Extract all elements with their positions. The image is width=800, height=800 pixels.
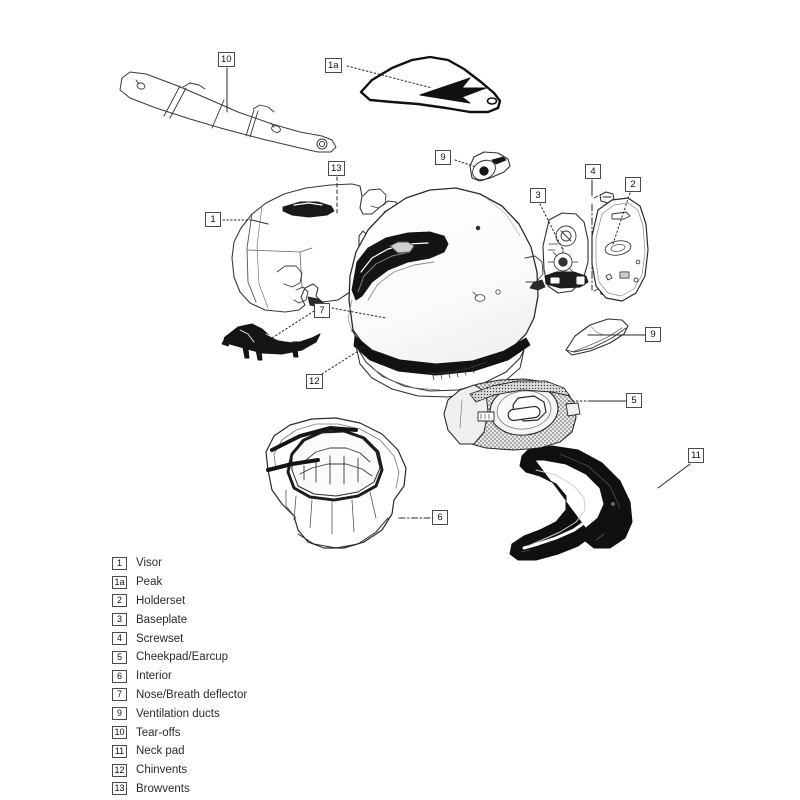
callout-2[interactable]: 2	[625, 177, 641, 192]
legend-number: 6	[112, 669, 127, 683]
callout-4[interactable]: 4	[585, 164, 601, 179]
part-tear-offs	[119, 71, 337, 153]
legend-item-10[interactable]: 10 Tear-offs	[112, 723, 247, 742]
legend-label: Neck pad	[136, 745, 185, 758]
legend-item-5[interactable]: 5 Cheekpad/Earcup	[112, 648, 247, 667]
callout-7[interactable]: 7	[314, 303, 330, 318]
part-vent-duct-upper	[469, 151, 511, 182]
legend-number: 10	[112, 726, 128, 740]
part-neck-pad	[509, 445, 633, 561]
part-interior-liner	[265, 417, 407, 549]
legend-number: 9	[112, 707, 127, 721]
part-baseplate	[529, 212, 589, 294]
callout-9-lower[interactable]: 9	[645, 327, 661, 342]
part-cheekpad-earcup	[443, 378, 581, 451]
part-vent-duct-lower	[565, 318, 629, 356]
callout-5[interactable]: 5	[626, 393, 642, 408]
parts-legend: 1 Visor 1a Peak 2 Holderset 3 Baseplate …	[112, 554, 247, 798]
callout-12[interactable]: 12	[306, 374, 323, 389]
legend-item-7[interactable]: 7 Nose/Breath deflector	[112, 686, 247, 705]
legend-label: Holderset	[136, 594, 186, 607]
legend-number: 12	[112, 763, 128, 777]
callout-6[interactable]: 6	[432, 510, 448, 525]
legend-item-2[interactable]: 2 Holderset	[112, 592, 247, 611]
legend-number: 4	[112, 632, 127, 646]
legend-label: Cheekpad/Earcup	[136, 651, 229, 664]
legend-label: Chinvents	[136, 764, 188, 777]
legend-label: Ventilation ducts	[136, 707, 220, 720]
legend-label: Tear-offs	[136, 726, 181, 739]
legend-item-9[interactable]: 9 Ventilation ducts	[112, 704, 247, 723]
legend-item-1[interactable]: 1 Visor	[112, 554, 247, 573]
legend-label: Nose/Breath deflector	[136, 688, 248, 701]
legend-number: 5	[112, 650, 127, 664]
legend-label: Visor	[136, 557, 162, 570]
callout-11[interactable]: 11	[688, 448, 704, 463]
part-holderset	[591, 197, 649, 302]
legend-number: 1	[112, 556, 127, 570]
legend-label: Interior	[136, 670, 172, 683]
legend-number: 1a	[112, 575, 128, 589]
legend-number: 2	[112, 594, 127, 608]
callout-10[interactable]: 10	[218, 52, 235, 67]
legend-label: Browvents	[136, 782, 190, 795]
legend-item-13[interactable]: 13 Browvents	[112, 780, 247, 799]
part-peak	[359, 55, 502, 114]
legend-item-1a[interactable]: 1a Peak	[112, 573, 247, 592]
callout-1[interactable]: 1	[205, 212, 221, 227]
part-visor	[231, 183, 400, 313]
legend-number: 7	[112, 688, 127, 702]
legend-item-3[interactable]: 3 Baseplate	[112, 610, 247, 629]
part-nose-deflector	[221, 323, 321, 361]
callout-1a[interactable]: 1a	[325, 58, 342, 73]
legend-label: Peak	[136, 576, 163, 589]
legend-number: 11	[112, 744, 127, 758]
legend-number: 3	[112, 613, 127, 627]
legend-item-6[interactable]: 6 Interior	[112, 667, 247, 686]
leader-lines	[222, 65, 691, 519]
callout-3[interactable]: 3	[530, 188, 546, 203]
legend-item-4[interactable]: 4 Screwset	[112, 629, 247, 648]
legend-item-12[interactable]: 12 Chinvents	[112, 761, 247, 780]
legend-item-11[interactable]: 11 Neck pad	[112, 742, 247, 761]
legend-label: Baseplate	[136, 613, 188, 626]
callout-13[interactable]: 13	[328, 161, 345, 176]
part-helmet-shell	[347, 187, 544, 398]
legend-number: 13	[112, 782, 128, 796]
legend-label: Screwset	[136, 632, 184, 645]
callout-9-upper[interactable]: 9	[435, 150, 451, 165]
